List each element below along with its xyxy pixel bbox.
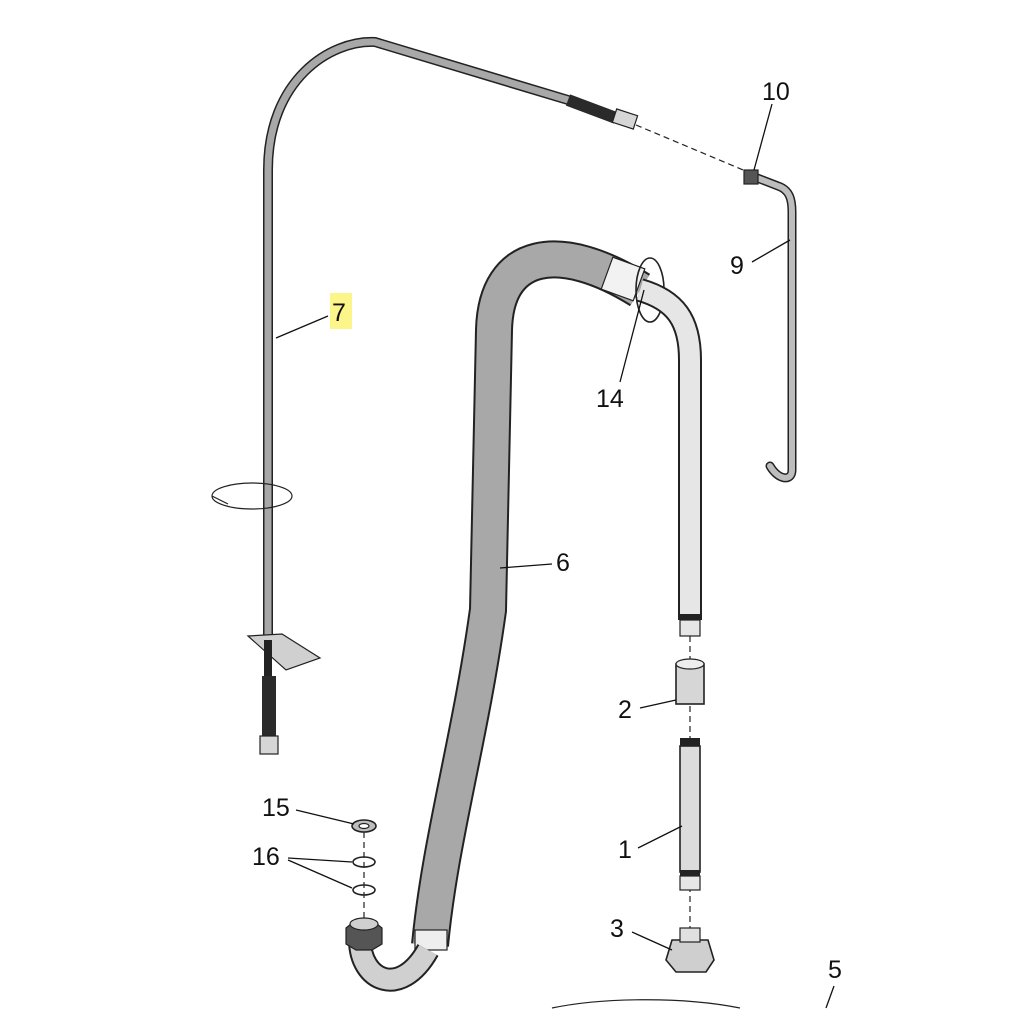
pipe-1: [679, 738, 701, 891]
connection-line: [635, 124, 749, 173]
callout-10: 10: [762, 78, 790, 106]
coupling-2: [675, 658, 705, 705]
callout-14: 14: [596, 385, 624, 413]
callout-15: 15: [262, 794, 290, 822]
callout-2: 2: [618, 696, 632, 724]
callout-7: 7: [332, 299, 346, 327]
hose-assembly-7: [211, 36, 639, 755]
callouts: 7 10 9 14 6 2 1 3 5 15 16: [252, 78, 842, 1009]
callout-6: 6: [556, 549, 570, 577]
callout-1: 1: [618, 836, 632, 864]
return-tube-9: [747, 171, 797, 483]
callout-5: 5: [828, 956, 842, 984]
callout-9: 9: [730, 252, 744, 280]
tank-rim-5: [551, 999, 741, 1009]
suction-tube: [636, 278, 702, 637]
callout-7-highlight: [330, 293, 352, 329]
strainer-3: [665, 927, 715, 973]
callout-16: 16: [252, 843, 280, 871]
suction-hose-6: [345, 240, 651, 992]
fitting-10: [743, 169, 759, 185]
callout-3: 3: [610, 915, 624, 943]
nut-15: [351, 819, 377, 833]
